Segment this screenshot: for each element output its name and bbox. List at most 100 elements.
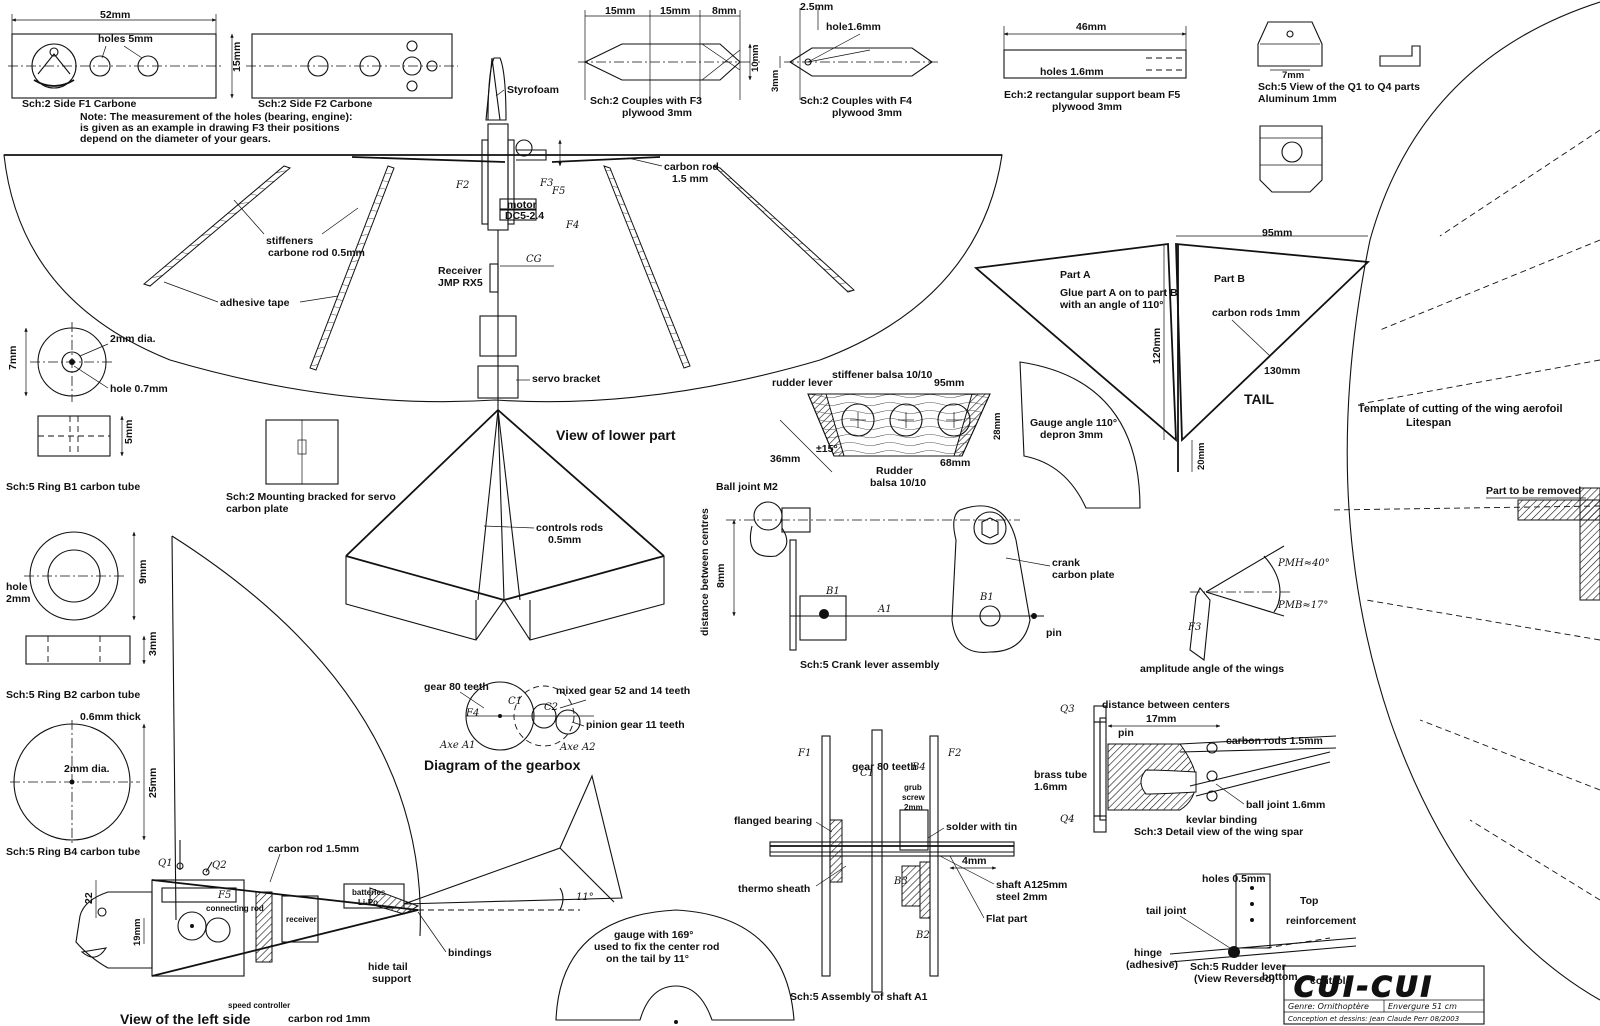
stiffeners-label: stiffeners xyxy=(266,235,313,247)
rudder-drawing: rudder lever stiffener balsa 10/10 95mm … xyxy=(770,369,1003,489)
crank-material-label: carbon plate xyxy=(1052,569,1115,581)
b2-hole-size: 2mm xyxy=(6,593,31,605)
controls-rods-size: 0.5mm xyxy=(548,534,581,546)
shaft-b4-label: B4 xyxy=(911,762,926,773)
b2-width-label: 3mm xyxy=(147,631,159,656)
tail-rods-label: carbon rods 1mm xyxy=(1212,307,1300,319)
note-line-1: Note: The measurement of the holes (bear… xyxy=(80,111,352,123)
f5-caption-2: plywood 3mm xyxy=(1052,101,1122,113)
f4-hole-label: hole1.6mm xyxy=(826,21,881,33)
template-label-1: Template of cutting of the wing aerofoil xyxy=(1358,403,1563,415)
q3-label: Q3 xyxy=(1060,704,1075,715)
carbon-rod-label: carbon rod xyxy=(664,161,719,173)
spar-17-label: 17mm xyxy=(1146,713,1176,725)
tail-joint-label: tail joint xyxy=(1146,905,1187,917)
motor-label: motor xyxy=(507,199,537,211)
f5-fuselage-label: F5 xyxy=(551,186,565,197)
rudder-lever-drawing: holes 0.5mm tail joint Top reinforcement… xyxy=(1126,873,1357,987)
b2-height-label: 9mm xyxy=(137,559,149,584)
f3-height-label: 10mm xyxy=(750,45,761,72)
crank-caption: Sch:5 Crank lever assembly xyxy=(800,659,940,671)
wing-spar-drawing: Q3 Q4 distance between centers 17mm pin … xyxy=(1034,699,1337,838)
rudder-lever-caption-1: Sch:5 Rudder lever xyxy=(1190,961,1286,973)
glue-line-2: with an angle of 110° xyxy=(1059,299,1163,311)
title-name: CUI-CUI xyxy=(1294,970,1434,1003)
tail-20-label: 20mm xyxy=(1196,443,1207,470)
b4-thick-label: 0.6mm thick xyxy=(80,711,141,723)
dim-22-label: 22 xyxy=(83,892,95,904)
shaft-a1-label-1: shaft A125mm xyxy=(996,879,1067,891)
carbon-rod-15-label: carbon rod 1.5mm xyxy=(268,843,359,855)
grub-label-1: grub xyxy=(904,783,922,792)
ring-b1-drawing: 7mm 2mm dia. hole 0.7mm 5mm Sch:5 Ring B… xyxy=(6,322,168,493)
f1-height-label: 15mm xyxy=(231,42,243,72)
f3-dim-2: 15mm xyxy=(660,5,690,17)
thermo-sheath-label: thermo sheath xyxy=(738,883,810,895)
servo-bracket-label: servo bracket xyxy=(532,373,601,385)
f3-dim-1: 15mm xyxy=(605,5,635,17)
b1-dia-label: 2mm dia. xyxy=(110,333,156,345)
b4-height-label: 25mm xyxy=(147,768,159,798)
crank-pin-label: pin xyxy=(1046,627,1062,639)
shaft-4-label: 4mm xyxy=(962,855,987,867)
a1-crank-label: A1 xyxy=(877,604,892,615)
spar-pin-label: pin xyxy=(1118,727,1134,739)
carbon-rod-1-label: carbon rod 1mm xyxy=(288,1013,370,1025)
couples-f3-drawing: 15mm 15mm 8mm 10mm Sch:2 Couples with F3… xyxy=(578,5,761,119)
styrofoam-label: Styrofoam xyxy=(507,84,559,96)
b4-caption: Sch:5 Ring B4 carbon tube xyxy=(6,846,140,858)
shaft-assembly-drawing: 4mm gear 80 teeth F1 F2 C1 B4 grub screw… xyxy=(734,729,1067,1003)
b1-hole-label: hole 0.7mm xyxy=(110,383,168,395)
q-caption-1: Sch:5 View of the Q1 to Q4 parts xyxy=(1258,81,1420,93)
spar-caption: Sch:3 Detail view of the wing spar xyxy=(1134,826,1303,838)
hide-tail-label-1: hide tail xyxy=(368,961,408,973)
glue-line-1: Glue part A on to part B xyxy=(1060,287,1178,299)
gauge-169-drawing: gauge with 169° used to fix the center r… xyxy=(555,909,795,1024)
f3-dim-3: 8mm xyxy=(712,5,737,17)
note-line-2: is given as an example in drawing F3 the… xyxy=(80,122,340,134)
f4-caption-1: Sch:2 Couples with F4 xyxy=(800,95,912,107)
title-author: Conception et dessins: Jean Claude Perr … xyxy=(1288,1015,1459,1023)
f4-gear-label: F4 xyxy=(465,708,479,719)
crank-lever-drawing: 8mm distance between centres Ball joint … xyxy=(699,481,1115,671)
f5-caption-1: Ech:2 rectangular support beam F5 xyxy=(1004,89,1180,101)
template-label-2: Litespan xyxy=(1406,417,1452,429)
bottom-label: bottom xyxy=(1262,971,1298,983)
couples-f4-drawing: 2.5mm hole1.6mm 3mm Sch:2 Couples with F… xyxy=(770,1,940,119)
f4-dim-label: 2.5mm xyxy=(800,1,833,13)
rudder-lever-caption-2: (View Reversed) xyxy=(1194,973,1275,985)
f1-holes-label: holes 5mm xyxy=(98,33,153,45)
f4-fuselage-label: F4 xyxy=(565,220,579,231)
spar-rods-label: carbon rods 1.5mm xyxy=(1226,735,1323,747)
top-label: Top xyxy=(1300,895,1318,907)
batteries-label: batteries xyxy=(352,888,386,897)
q1-label: Q1 xyxy=(158,858,173,869)
note-line-3: depend on the diameter of your gears. xyxy=(80,133,271,145)
rudder-36-label: 36mm xyxy=(770,453,800,465)
f4-caption-2: plywood 3mm xyxy=(832,107,902,119)
title-span: Envergure 51 cm xyxy=(1388,1002,1457,1011)
f3-fuselage-label: F3 xyxy=(539,178,553,189)
rudder-68-label: 68mm xyxy=(940,457,970,469)
side-f1-drawing: 52mm holes 5mm Sch:2 Side F1 Carbone xyxy=(8,9,222,110)
f3-caption-1: Sch:2 Couples with F3 xyxy=(590,95,702,107)
shaft-gear80-label: gear 80 teeth xyxy=(852,761,917,773)
q-parts-drawing: 7mm Sch:5 View of the Q1 to Q4 parts Alu… xyxy=(1257,21,1421,193)
hinge-label-1: hinge xyxy=(1134,947,1162,959)
b2-caption: Sch:5 Ring B2 carbon tube xyxy=(6,689,140,701)
receiver-label: Receiver xyxy=(438,265,482,277)
gauge-110-label-2: depron 3mm xyxy=(1040,429,1103,441)
b1-crank-label: B1 xyxy=(825,586,840,597)
controls-rods-label: controls rods xyxy=(536,522,603,534)
title-block: CUI-CUI Genre: Ornithoptère Envergure 51… xyxy=(1283,965,1485,1025)
b4-dia-label: 2mm dia. xyxy=(64,763,110,775)
speed-controller-label: speed controller xyxy=(228,1001,290,1010)
hide-tail-label-2: support xyxy=(372,973,412,985)
grub-label-3: 2mm xyxy=(904,803,923,812)
gauge-169-label-3: on the tail by 11° xyxy=(606,953,689,965)
gear80-label: gear 80 teeth xyxy=(424,681,489,693)
tail-120-label: 120mm xyxy=(1151,328,1163,364)
brass-tube-size: 1.6mm xyxy=(1034,781,1067,793)
kevlar-label: kevlar binding xyxy=(1186,814,1257,826)
tail-drawing: 95mm 120mm Part A Part B Glue part A on … xyxy=(973,227,1371,472)
